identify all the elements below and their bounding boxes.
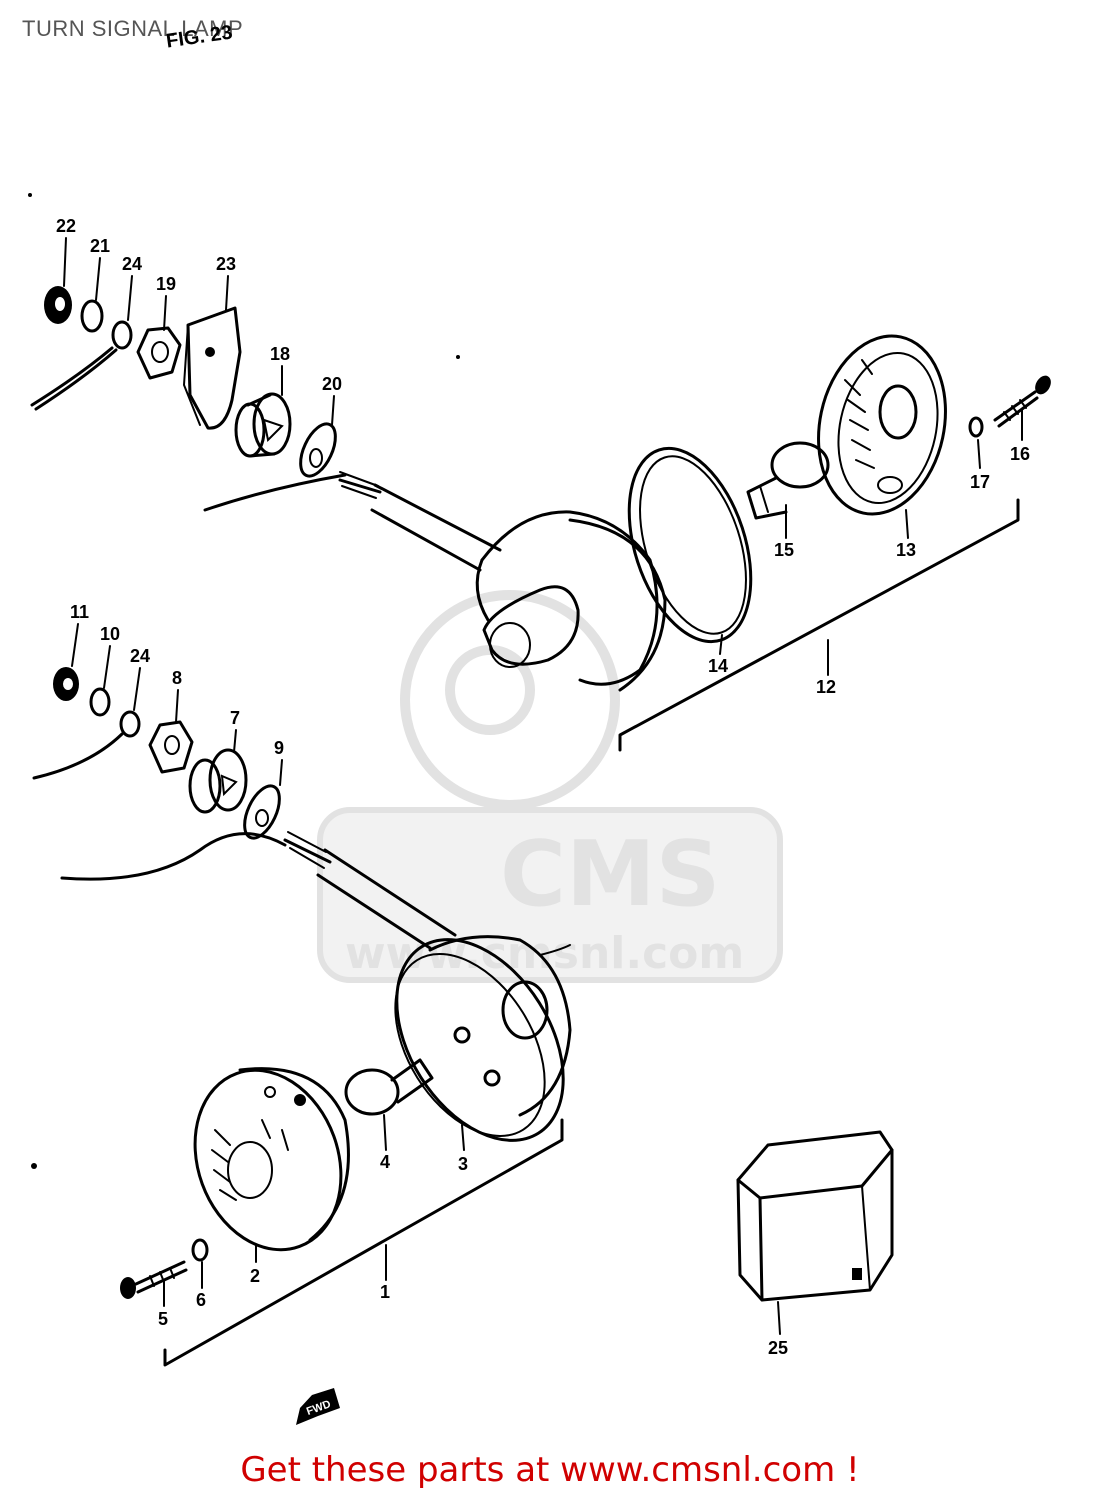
screw-16 (993, 375, 1051, 428)
lower-lamp-assembly (32, 667, 572, 1367)
callout-23: 23 (216, 254, 236, 274)
nut-22 (44, 286, 72, 324)
callout-14: 14 (708, 656, 728, 676)
callout-2: 2 (250, 1266, 260, 1286)
callout-9: 9 (274, 738, 284, 758)
bulb-4 (344, 1058, 434, 1116)
grommet-7 (188, 748, 248, 814)
washer-21 (80, 299, 104, 333)
nut-8 (148, 720, 194, 774)
callout-17: 17 (970, 472, 990, 492)
washer-6 (191, 1238, 209, 1262)
callout-24-upper: 24 (122, 254, 142, 274)
grommet-18 (234, 392, 292, 458)
callout-6: 6 (196, 1290, 206, 1310)
diagram-title: TURN SIGNAL LAMP (22, 16, 244, 41)
callout-3: 3 (458, 1154, 468, 1174)
callout-18: 18 (270, 344, 290, 364)
bracket-23 (182, 306, 242, 430)
lens-2 (193, 1067, 350, 1252)
lens-13 (817, 334, 947, 516)
wire-terminal-24 (30, 320, 133, 411)
callout-20: 20 (322, 374, 342, 394)
group-bracket-12 (618, 498, 1020, 752)
group-bracket-1 (163, 1118, 564, 1367)
callout-7: 7 (230, 708, 240, 728)
callout-24-lower: 24 (130, 646, 150, 666)
callout-11: 11 (70, 602, 89, 622)
callout-10: 10 (100, 624, 120, 644)
upper-lamp-assembly (30, 286, 1051, 752)
callout-13: 13 (896, 540, 916, 560)
bulb-15 (746, 441, 830, 520)
washer-9 (243, 784, 281, 840)
callout-15: 15 (774, 540, 794, 560)
callout-21: 21 (90, 236, 110, 256)
flasher-relay-25 (736, 1130, 894, 1302)
lamp-housing-rear (475, 510, 667, 692)
nut-11 (53, 667, 79, 701)
washer-17 (968, 416, 984, 438)
callouts: 22 21 24 19 23 18 20 16 17 15 13 14 12 (56, 216, 1030, 1358)
callout-12: 12 (816, 677, 836, 697)
callout-4: 4 (380, 1152, 390, 1172)
callout-8: 8 (172, 668, 182, 688)
washer-10 (89, 687, 111, 717)
footer-text[interactable]: Get these parts at www.cmsnl.com ! (240, 1450, 860, 1490)
footer-link[interactable]: Get these parts at www.cmsnl.com ! (0, 1450, 1100, 1490)
callout-25: 25 (768, 1338, 788, 1358)
callout-1: 1 (380, 1282, 390, 1302)
watermark-brand: CMS (500, 822, 720, 927)
wire-terminal-24-lower (32, 710, 141, 780)
callout-16: 16 (1010, 444, 1030, 464)
screw-5 (120, 1260, 188, 1299)
nut-19 (136, 326, 182, 380)
washer-20 (299, 422, 337, 478)
callout-22: 22 (56, 216, 76, 236)
callout-5: 5 (158, 1309, 168, 1329)
lamp-housing-3 (394, 935, 572, 1142)
callout-19: 19 (156, 274, 176, 294)
forward-direction-arrow: FWD (296, 1388, 340, 1425)
